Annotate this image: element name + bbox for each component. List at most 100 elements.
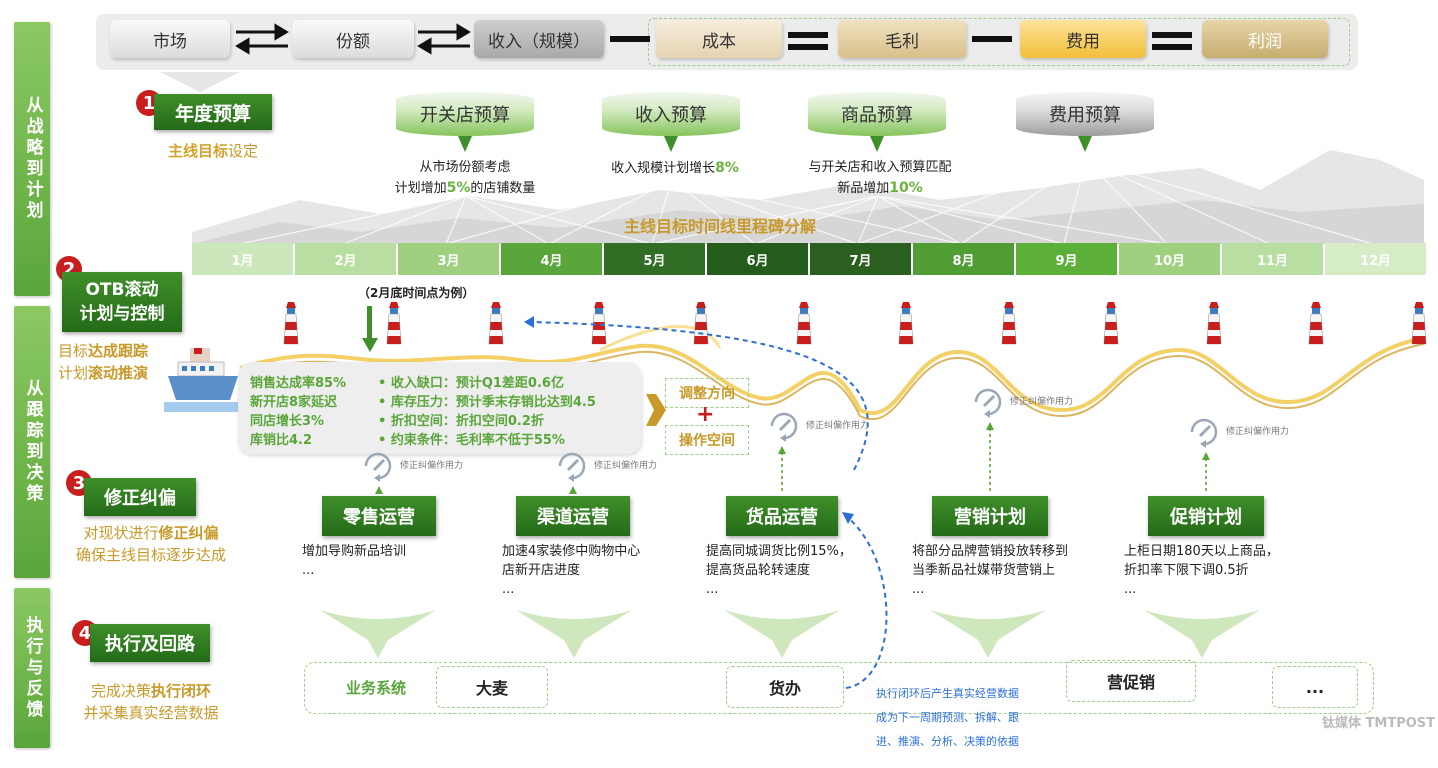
lighthouse-icon: [693, 302, 709, 345]
funnel-arrow: [516, 610, 632, 658]
timeline-title: 主线目标时间线里程碑分解: [623, 217, 816, 236]
correction-label: 修正纠偏作用力: [1226, 427, 1290, 437]
system-yingcuxiao[interactable]: 营促销: [1066, 660, 1196, 702]
edit-correction-icon: [558, 452, 586, 482]
chain-expense: 费用: [1020, 20, 1146, 58]
month-cell: 2月: [295, 243, 396, 275]
lighthouse-icon: [1001, 302, 1016, 345]
month-cell: 5月: [604, 243, 705, 275]
side-label-strategy: 从战略到计划: [14, 22, 50, 296]
correction-connector: [569, 486, 577, 494]
budget-arrows: [458, 136, 1092, 152]
correction-label: 修正纠偏作用力: [806, 421, 870, 431]
operation-box: 货品运营: [726, 496, 838, 536]
operation-desc: 增加导购新品培训...: [302, 542, 406, 580]
example-arrow: [362, 306, 378, 352]
chain-gross-profit: 毛利: [838, 20, 966, 58]
correction-connector: [986, 422, 994, 494]
step-1-subtitle: 主线目标设定: [167, 142, 259, 160]
system-huoban[interactable]: 货办: [726, 666, 844, 708]
operation-box: 零售运营: [322, 496, 436, 536]
month-cell: 10月: [1119, 243, 1220, 275]
operation-desc-line: 店新开店进度: [502, 563, 581, 578]
operation-desc-line: 提高同城调货比例15%，: [706, 544, 852, 559]
equals-profit-2: [1152, 44, 1192, 50]
correction-box: 修正纠偏: [84, 478, 196, 516]
step-3-subtitle: 对现状进行修正纠偏 确保主线目标逐步达成: [75, 524, 226, 564]
funnel-arrows: [320, 610, 1260, 658]
lighthouse-icon: [898, 302, 914, 345]
edit-correction-icon: [1190, 418, 1218, 448]
operation-box: 营销计划: [932, 496, 1048, 536]
adjust-arrow: [646, 394, 666, 426]
budget-stores-desc: 从市场份额考虑 计划增加5%的店铺数量: [394, 160, 536, 196]
chain-cost: 成本: [656, 20, 782, 58]
month-cell: 12月: [1325, 243, 1426, 275]
system-more[interactable]: ...: [1272, 666, 1358, 708]
month-cell: 8月: [913, 243, 1014, 275]
chain-arrows: [235, 23, 471, 55]
month-cell: 4月: [501, 243, 602, 275]
cost-profit-group: [648, 18, 1350, 66]
equals-gross-profit-2: [788, 44, 828, 50]
edit-correction-icon: [364, 452, 392, 482]
month-cell: 9月: [1016, 243, 1117, 275]
side-label-tracking: 从跟踪到决策: [14, 306, 50, 578]
budget-revenue-desc: 收入规模计划增长8%: [611, 160, 739, 176]
chain-profit: 利润: [1202, 20, 1328, 58]
system-damai[interactable]: 大麦: [436, 666, 548, 708]
operation-box: 促销计划: [1148, 496, 1264, 536]
status-bullets: • 收入缺口：预计Q1差距0.6亿• 库存压力：预计季末存销比达到4.5• 折扣…: [378, 376, 596, 448]
watermark: 钛媒体 TMTPOST: [1322, 716, 1436, 731]
edit-correction-icon: [770, 412, 798, 442]
correction-label: 修正纠偏作用力: [400, 461, 464, 471]
lighthouse-icon: [1411, 302, 1426, 345]
side-label-execution: 执行与反馈: [14, 588, 50, 748]
funnel-arrow: [1144, 610, 1260, 658]
operation-desc-line: 加速4家装修中购物中心: [502, 544, 641, 559]
correction-label: 修正纠偏作用力: [594, 461, 658, 471]
mountain-background: [160, 72, 1424, 245]
operation-desc: 提高同城调货比例15%，提高货品轮转速度...: [706, 542, 852, 599]
chain-share: 份额: [292, 20, 414, 58]
budget-open-close-stores: 开关店预算: [396, 92, 534, 136]
operation-desc-line: 增加导购新品培训: [302, 544, 407, 559]
funnel-arrow: [930, 610, 1046, 658]
month-cell: 3月: [398, 243, 499, 275]
month-cell: 6月: [707, 243, 808, 275]
operation-desc-line: ...: [912, 582, 925, 597]
month-cell: 11月: [1222, 243, 1323, 275]
budget-revenue: 收入预算: [602, 92, 740, 136]
operation-desc-line: ...: [302, 563, 315, 578]
operation-box: 渠道运营: [516, 496, 630, 536]
operation-space: 操作空间: [665, 425, 749, 455]
lighthouse-icon: [796, 302, 811, 345]
month-cell: 7月: [810, 243, 911, 275]
correction-connector: [1202, 452, 1210, 494]
feedback-text: 执行闭环后产生真实经营数据成为下一周期预测、拆解、跟进、推演、分析、决策的依据: [876, 687, 1019, 748]
chain-revenue: 收入（规模）: [474, 20, 604, 58]
operation-desc-line: 当季新品社媒带货营销上: [912, 563, 1056, 578]
operation-desc-line: 上柜日期180天以上商品，: [1124, 544, 1279, 559]
operation-desc: 上柜日期180天以上商品， 折扣率下限下调0.5折...: [1124, 542, 1279, 599]
status-metrics: 销售达成率85%新开店8家延迟同店增长3%库销比4.2: [250, 376, 347, 448]
operation-desc-line: ...: [1124, 582, 1137, 597]
budget-expense: 费用预算: [1016, 92, 1154, 136]
correction-connector: [778, 446, 786, 494]
budget-merchandise: 商品预算: [808, 92, 946, 136]
equals-gross-profit: [788, 32, 828, 38]
funnel-arrow: [724, 610, 840, 658]
edit-correction-icon: [974, 388, 1002, 418]
business-systems: [304, 662, 1374, 714]
ship-icon: [164, 348, 244, 412]
step-2-subtitle: 目标达成跟踪 计划滚动推演: [58, 342, 149, 382]
business-systems-label: 业务系统: [346, 679, 407, 697]
operation-desc-line: 将部分品牌营销投放转移到: [912, 544, 1069, 559]
lighthouse-icon: [283, 302, 299, 345]
operation-desc-line: 提高货品轮转速度: [706, 563, 811, 578]
operation-desc-line: 折扣率下限下调0.5折: [1124, 563, 1249, 578]
lighthouse-icon: [488, 302, 504, 345]
operation-desc: 加速4家装修中购物中心店新开店进度...: [502, 542, 640, 599]
plus-sign: +: [696, 402, 715, 427]
